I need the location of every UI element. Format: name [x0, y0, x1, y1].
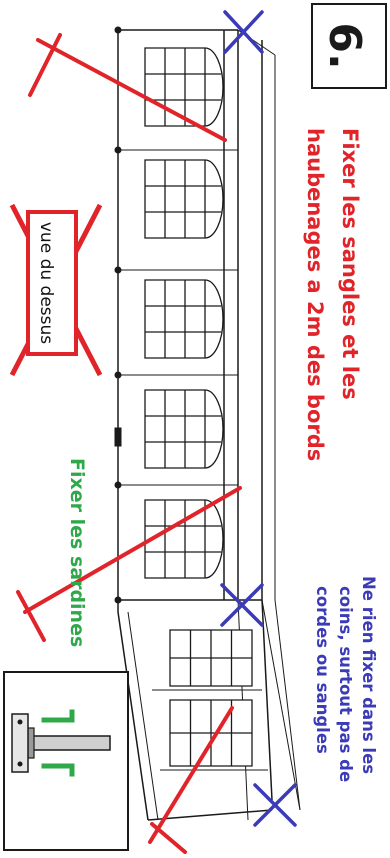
arched-window [144, 389, 224, 469]
top-view-label: vue du dessus [36, 222, 56, 344]
step-number-box: 6. [311, 3, 387, 89]
straps-instruction: Fixer les sangles et les haubenages a 2m… [303, 128, 362, 461]
arched-window [144, 499, 224, 579]
arched-window [144, 159, 224, 239]
tent-drawing [114, 26, 301, 821]
guy-ropes [16, 33, 242, 854]
arched-window [144, 47, 224, 127]
corners-instruction: Ne rien fixer dans les coins, surtout pa… [313, 576, 378, 782]
corners-instruction-line1: Ne rien fixer dans les [359, 576, 378, 774]
pegs-instruction: Fixer les sardines [66, 458, 88, 647]
step-number: 6. [319, 22, 370, 69]
corners-instruction-line3: cordes ou sangles [313, 586, 332, 754]
top-view-label-group: vue du dessus [9, 203, 103, 377]
straps-instruction-line1: Fixer les sangles et les [338, 128, 362, 400]
peg-detail-inset [3, 671, 129, 851]
corners-instruction-line2: coins, surtout pas de [336, 586, 355, 782]
arched-window [144, 279, 224, 359]
gable-window [169, 629, 253, 687]
gable-window [169, 699, 253, 767]
window-row [144, 47, 253, 767]
straps-instruction-line2: haubenages a 2m des bords [303, 128, 327, 461]
corner-x-markers [220, 10, 297, 827]
